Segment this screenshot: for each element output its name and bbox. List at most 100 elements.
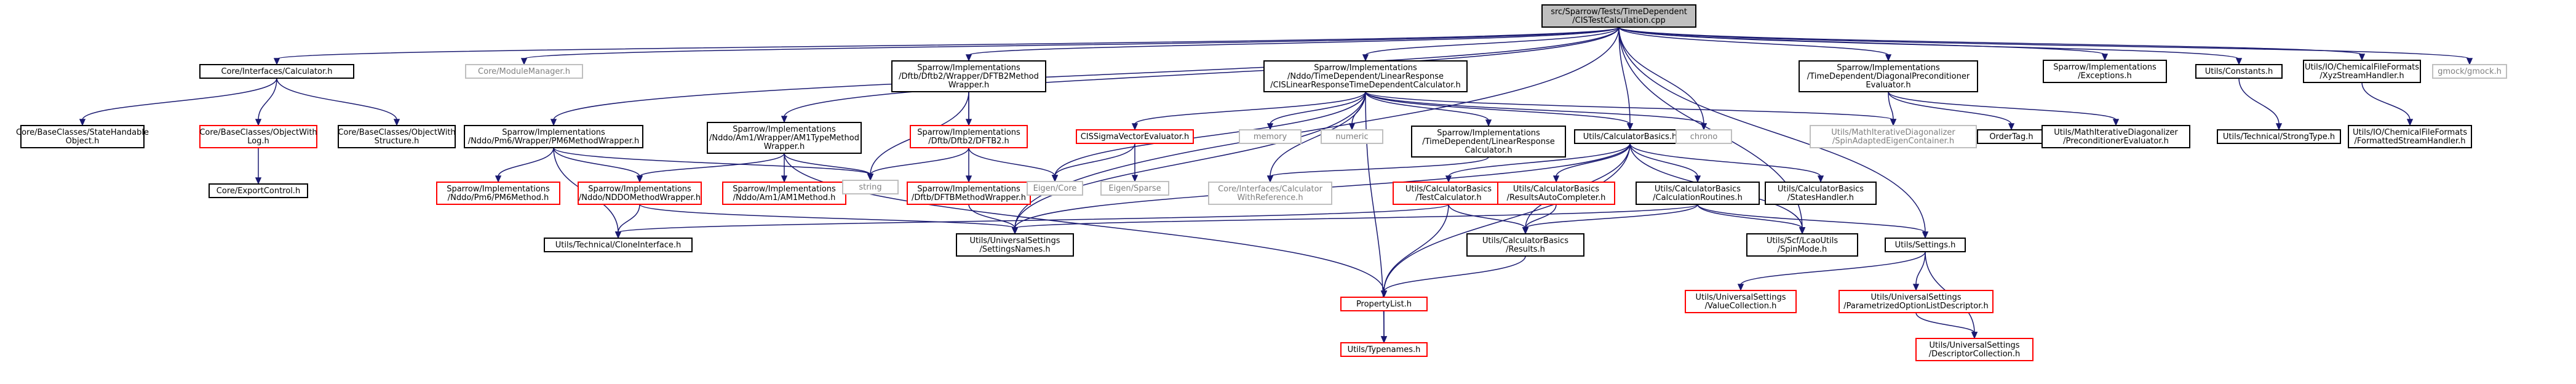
node-numeric[interactable]: numeric — [1321, 129, 1383, 144]
node-label-line: Sparrow/Implementations — [733, 185, 836, 194]
edge-root-to-calc — [273, 26, 1620, 65]
node-calcroutines[interactable]: Utils/CalculatorBasics/CalculationRoutin… — [1636, 182, 1760, 205]
node-settings[interactable]: Utils/Settings.h — [1885, 238, 1966, 252]
node-paramopt[interactable]: Utils/UniversalSettings/ParametrizedOpti… — [1839, 290, 1994, 313]
edge-lrcalch-to-calcwithref — [1266, 156, 1489, 183]
node-label-line: Utils/UniversalSettings — [1929, 341, 2019, 350]
node-label-line: numeric — [1335, 132, 1368, 142]
node-exceptions[interactable]: Sparrow/Implementations/Exceptions.h — [2043, 60, 2167, 83]
node-eigensparse[interactable]: Eigen/Sparse — [1100, 181, 1169, 196]
node-results[interactable]: Utils/CalculatorBasics/Results.h — [1466, 233, 1584, 257]
node-valuecoll[interactable]: Utils/UniversalSettings/ValueCollection.… — [1685, 290, 1797, 313]
node-statehandler[interactable]: Utils/CalculatorBasics/StatesHandler.h — [1765, 182, 1877, 205]
edge-root-to-constants — [1618, 26, 2243, 65]
node-string[interactable]: string — [842, 180, 899, 194]
node-desccoll[interactable]: Utils/UniversalSettings/DescriptorCollec… — [1915, 338, 2033, 361]
node-label-line: Utils/IO/ChemicalFileFormats — [2305, 63, 2419, 72]
edge-lrcalc-to-cissigma — [1131, 91, 1366, 130]
node-settingsnames[interactable]: Utils/UniversalSettings/SettingsNames.h — [956, 233, 1074, 257]
edge-root-to-pm6wrap — [550, 26, 1620, 126]
edge-proplist-to-typenames — [1380, 311, 1388, 343]
node-autocomp[interactable]: Utils/CalculatorBasics/ResultsAutoComple… — [1497, 182, 1615, 205]
node-eigencore[interactable]: Eigen/Core — [1027, 181, 1083, 196]
node-label-line: /FormattedStreamHandler.h — [2355, 137, 2466, 146]
node-gmock[interactable]: gmock/gmock.h — [2432, 64, 2507, 79]
node-label-line: /SpinAdaptedEigenContainer.h — [1832, 137, 1954, 146]
edge-calc-to-objwithstruct — [276, 78, 400, 126]
node-typenames[interactable]: Utils/Typenames.h — [1340, 342, 1428, 357]
node-label-line: Core/Interfaces/Calculator — [1218, 185, 1322, 194]
node-dftb2wrap[interactable]: Sparrow/Implementations/Dftb/Dftb2/Wrapp… — [891, 60, 1046, 92]
edge-root-to-gmock — [1618, 26, 2473, 65]
node-memory[interactable]: memory — [1239, 129, 1302, 144]
node-dftb2h[interactable]: Sparrow/Implementations/Dftb/Dftb2/DFTB2… — [910, 125, 1028, 148]
node-chrono[interactable]: chrono — [1676, 129, 1732, 144]
node-calc[interactable]: Core/Interfaces/Calculator.h — [199, 64, 354, 79]
node-ordertag[interactable]: OrderTag.h — [1977, 129, 2046, 144]
node-cissigma[interactable]: CISSigmaVectorEvaluator.h — [1076, 129, 1194, 144]
edge-lrcalc-to-lrcalch — [1365, 91, 1492, 127]
node-exportcontrol[interactable]: Core/ExportControl.h — [209, 183, 308, 198]
node-cloneiface[interactable]: Utils/Technical/CloneInterface.h — [544, 238, 693, 252]
node-label-line: /Nddo/Pm6/Wrapper/PM6MethodWrapper.h — [468, 137, 640, 146]
node-label-line: Sparrow/Implementations — [2053, 63, 2157, 72]
node-label-line: Sparrow/Implementations — [1437, 129, 1540, 138]
node-label-line: /ResultsAutoCompleter.h — [1507, 193, 1606, 202]
node-label-line: /SettingsNames.h — [979, 245, 1050, 254]
node-label-line: Core/BaseClasses/ObjectWith — [199, 128, 317, 137]
node-dftbwrapbase[interactable]: Sparrow/Implementations/Dftb/DFTBMethodW… — [907, 182, 1031, 205]
node-diagprec[interactable]: Sparrow/Implementations/TimeDependent/Di… — [1799, 60, 1978, 92]
node-constants[interactable]: Utils/Constants.h — [2195, 64, 2283, 79]
node-label-line: Log.h — [247, 137, 269, 146]
node-label-line: /CalculationRoutines.h — [1653, 193, 1743, 202]
node-label-line: CISSigmaVectorEvaluator.h — [1081, 132, 1190, 142]
edge-testcalc-to-cloneiface — [614, 204, 1449, 239]
node-xyz[interactable]: Utils/IO/ChemicalFileFormats/XyzStreamHa… — [2303, 60, 2421, 83]
node-pm6method[interactable]: Sparrow/Implementations/Nddo/Pm6/PM6Meth… — [436, 182, 560, 205]
edge-dftbwrapbase-to-settingsnames — [968, 204, 1019, 234]
node-lrcalc[interactable]: Sparrow/Implementations/Nddo/TimeDepende… — [1263, 60, 1468, 92]
node-am1wrap[interactable]: Sparrow/Implementations/Nddo/Am1/Wrapper… — [707, 122, 862, 154]
node-label-line: /ParametrizedOptionListDescriptor.h — [1843, 302, 1989, 311]
node-am1method[interactable]: Sparrow/Implementations/Nddo/Am1/AM1Meth… — [722, 182, 846, 205]
node-label-line: Sparrow/Implementations — [733, 125, 836, 134]
node-formatted[interactable]: Utils/IO/ChemicalFileFormats/FormattedSt… — [2348, 125, 2472, 148]
edge-root-to-chrono — [1618, 26, 1707, 130]
node-label-line: Core/BaseClasses/StateHandable — [16, 128, 149, 137]
node-label-line: /ValueCollection.h — [1705, 302, 1777, 311]
node-label-line: Sparrow/Implementations — [917, 63, 1020, 73]
node-modman[interactable]: Core/ModuleManager.h — [465, 64, 583, 79]
edge-objwithlog-to-exportcontrol — [255, 147, 262, 185]
node-label-line: Eigen/Sparse — [1108, 184, 1161, 193]
node-spinmode[interactable]: Utils/Scf/LcaoUtils/SpinMode.h — [1746, 233, 1858, 257]
node-calcbasics[interactable]: Utils/CalculatorBasics.h — [1574, 129, 1686, 144]
node-label-line: Core/Interfaces/Calculator.h — [221, 67, 332, 76]
node-label-line: /StatesHandler.h — [1787, 193, 1854, 202]
edge-pm6wrap-to-pm6method — [495, 147, 554, 183]
node-testcalc[interactable]: Utils/CalculatorBasics/TestCalculator.h — [1393, 182, 1505, 205]
node-precond[interactable]: Utils/MathIterativeDiagonalizer/Precondi… — [2041, 125, 2190, 148]
edge-dftb2h-to-string — [867, 147, 969, 181]
node-label-line: Utils/Scf/LcaoUtils — [1767, 236, 1838, 246]
node-label-line: Utils/Constants.h — [2205, 67, 2273, 76]
node-proplist[interactable]: PropertyList.h — [1340, 297, 1428, 311]
node-label-line: PropertyList.h — [1356, 300, 1412, 309]
edge-lrcalc-to-calcbasics — [1365, 91, 1634, 130]
node-label-line: Core/ModuleManager.h — [478, 67, 570, 76]
node-lrcalch[interactable]: Sparrow/Implementations/TimeDependent/Li… — [1411, 126, 1566, 158]
node-pm6wrap[interactable]: Sparrow/Implementations/Nddo/Pm6/Wrapper… — [464, 125, 643, 148]
node-strongtype[interactable]: Utils/Technical/StrongType.h — [2217, 129, 2341, 144]
node-calcwithref[interactable]: Core/Interfaces/CalculatorWithReference.… — [1208, 182, 1332, 205]
edge-root-to-diagprec — [1618, 26, 1892, 62]
node-nddowrap[interactable]: Sparrow/Implementations/Nddo/NDDOMethodW… — [578, 182, 702, 205]
node-spinadapted[interactable]: Utils/MathIterativeDiagonalizer/SpinAdap… — [1810, 125, 1977, 148]
node-label-line: string — [859, 183, 881, 192]
node-label-line: /CISTestCalculation.cpp — [1572, 16, 1665, 25]
node-label-line: Wrapper.h — [948, 81, 990, 90]
edge-diagprec-to-ordertag — [1888, 91, 2015, 130]
edge-nddowrap-to-settingsnames — [639, 204, 1019, 234]
